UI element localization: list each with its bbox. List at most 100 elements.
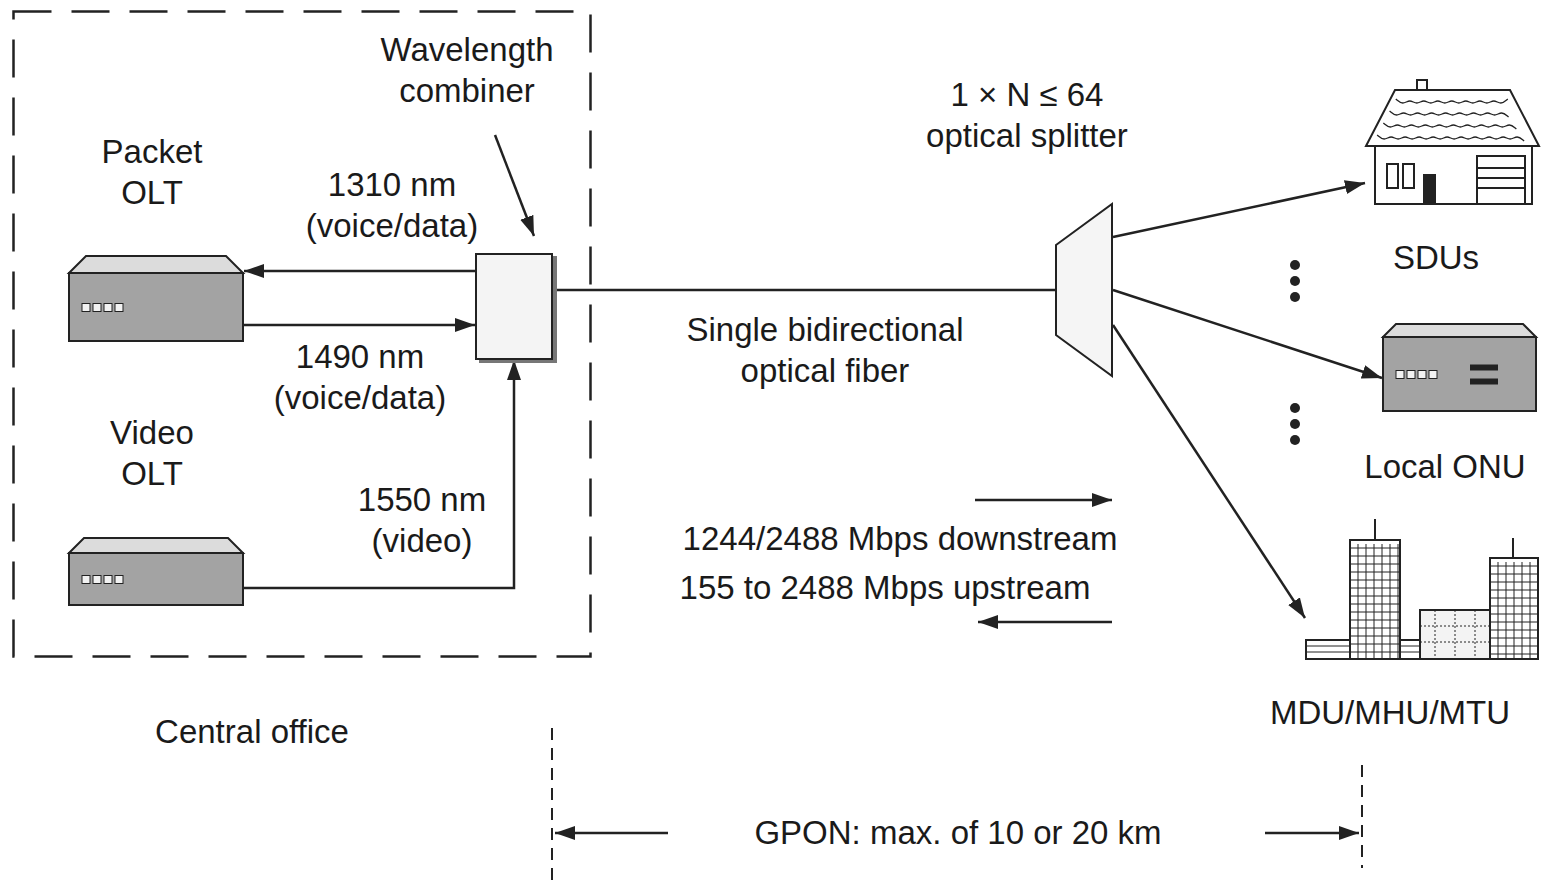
region-outline xyxy=(14,12,591,657)
node-label: Central office xyxy=(155,711,349,752)
window-grid xyxy=(1522,562,1523,659)
window-grid xyxy=(1514,562,1515,659)
low-building xyxy=(1420,610,1490,659)
roof-shingles xyxy=(1377,135,1524,141)
window-grid xyxy=(1490,582,1538,583)
window-grid xyxy=(1506,562,1507,659)
unit-front xyxy=(1383,337,1536,411)
ellipsis-dot xyxy=(1290,260,1300,270)
status-led xyxy=(115,576,123,584)
status-led xyxy=(82,304,90,312)
window-grid xyxy=(1398,544,1399,659)
unit-top xyxy=(69,256,243,273)
window-grid xyxy=(1366,544,1367,659)
garage-slat xyxy=(1477,167,1525,169)
connector-group xyxy=(244,183,1382,618)
dimension-line xyxy=(1361,765,1363,868)
window-grid xyxy=(1350,596,1400,597)
status-led xyxy=(104,576,112,584)
window-grid xyxy=(1374,544,1375,659)
roof xyxy=(1366,90,1539,146)
status-led xyxy=(1396,371,1404,379)
ellipsis-dot xyxy=(1290,435,1300,445)
leader-arrow xyxy=(495,135,534,236)
splitter-shape xyxy=(1056,204,1112,376)
ellipsis-dot xyxy=(1290,403,1300,413)
edge-label: 1490 nm (voice/data) xyxy=(260,336,460,419)
node-outline xyxy=(1365,78,1540,205)
window-grid xyxy=(1420,626,1490,627)
status-led xyxy=(1407,371,1415,379)
multi-unit-buildings: MDU/MHU/MTU xyxy=(1305,518,1540,660)
unit-top xyxy=(69,538,243,553)
node-outline xyxy=(68,537,244,606)
window-grid xyxy=(1490,614,1538,615)
fiber-connector xyxy=(244,324,475,327)
window-grid xyxy=(1382,544,1383,659)
window xyxy=(1403,164,1414,188)
packet-olt: Packet OLT xyxy=(68,255,244,342)
window-grid xyxy=(1350,580,1400,581)
window-grid xyxy=(1435,610,1436,659)
node-label: Wavelength combiner xyxy=(357,29,577,112)
antenna xyxy=(1374,519,1376,540)
edge-label: 1550 nm (video) xyxy=(327,479,517,562)
window-grid xyxy=(1490,590,1538,591)
window-grid xyxy=(1350,572,1400,573)
status-led xyxy=(93,576,101,584)
node-label: 1 × N ≤ 64 optical splitter xyxy=(902,74,1152,157)
dimension-arrow xyxy=(1265,832,1359,835)
house-body xyxy=(1375,146,1532,204)
antenna xyxy=(1512,538,1514,558)
node-label: Local ONU xyxy=(1364,446,1525,487)
window-grid xyxy=(1350,556,1400,557)
garage-door xyxy=(1477,156,1525,204)
dimension-line xyxy=(551,728,553,888)
fiber-connector xyxy=(553,289,1055,292)
window xyxy=(1387,164,1398,188)
node-label: Packet OLT xyxy=(77,131,227,214)
garage-slat xyxy=(1477,177,1525,179)
window-grid xyxy=(1530,562,1531,659)
roof-shingles xyxy=(1390,111,1509,117)
ellipsis-dot xyxy=(1290,292,1300,302)
window-grid xyxy=(1350,628,1400,629)
edge-label: Single bidirectional optical fiber xyxy=(655,309,995,392)
window-grid xyxy=(1490,638,1538,639)
window-grid xyxy=(1490,566,1538,567)
window-grid xyxy=(1350,620,1400,621)
node-outline xyxy=(68,255,244,342)
building xyxy=(1490,558,1538,659)
unit-front xyxy=(69,553,243,605)
window-grid xyxy=(1358,544,1359,659)
window-grid xyxy=(1490,654,1538,655)
window-grid xyxy=(1350,612,1400,613)
annotation-label: 1244/2488 Mbps downstream xyxy=(683,518,1118,559)
roof-shingles xyxy=(1396,99,1508,103)
status-led xyxy=(104,304,112,312)
door xyxy=(1423,174,1436,204)
window-grid xyxy=(1490,646,1538,647)
window-grid xyxy=(1490,606,1538,607)
status-led xyxy=(115,304,123,312)
window-grid xyxy=(1390,544,1391,659)
annotation-label: GPON: max. of 10 or 20 km xyxy=(754,812,1161,853)
window-grid xyxy=(1350,604,1400,605)
port-bar xyxy=(1470,379,1498,385)
wavelength-combiner: Wavelength combiner xyxy=(475,253,553,360)
window-grid xyxy=(1350,644,1400,645)
single-dwelling-house: SDUs xyxy=(1365,78,1540,205)
window-grid xyxy=(1490,598,1538,599)
window-grid xyxy=(1350,636,1400,637)
node-outline xyxy=(1055,203,1113,377)
building xyxy=(1350,540,1400,659)
onu-unit: Local ONU xyxy=(1382,323,1537,412)
upstream-arrow xyxy=(978,621,1112,624)
ellipsis-dot xyxy=(1290,276,1300,286)
window-grid xyxy=(1455,610,1456,659)
